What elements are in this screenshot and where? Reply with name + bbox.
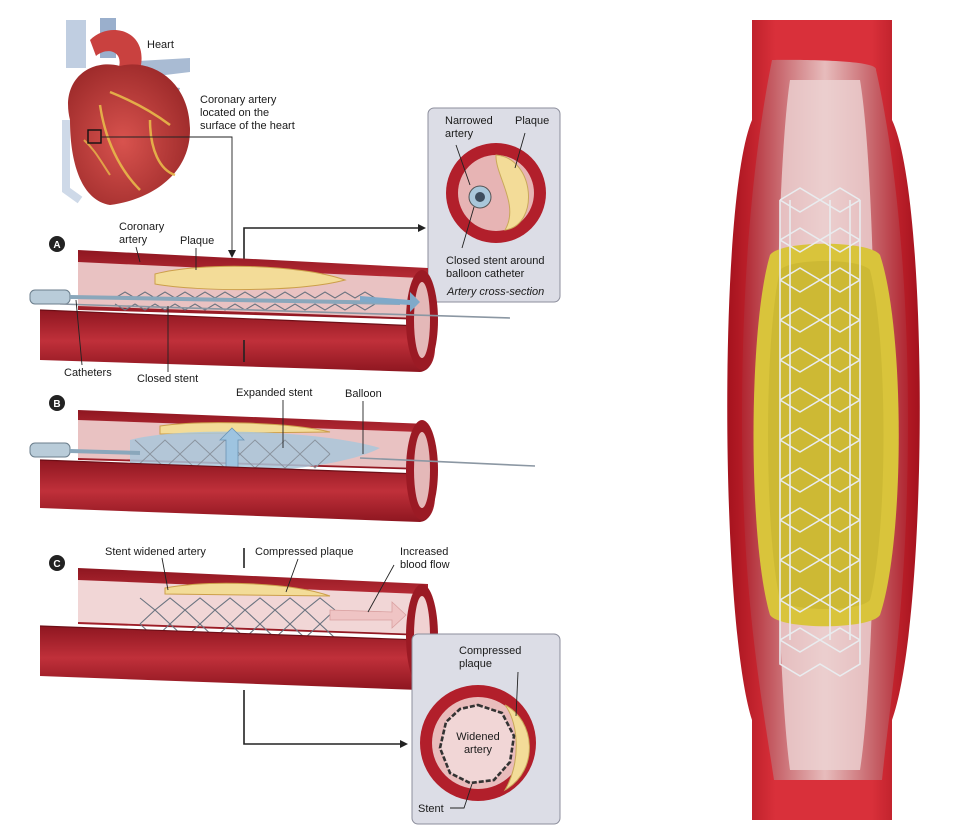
expanded-stent-label: Expanded stent: [236, 387, 312, 399]
heart-illustration: [62, 18, 190, 205]
plaque-a-label: Plaque: [180, 235, 214, 247]
increased-blood-flow-label-2: blood flow: [400, 559, 450, 571]
heart-leader-arrow: [228, 250, 236, 258]
inset-artery-cross-section: [427, 107, 561, 303]
stent-mesh-right: [779, 187, 861, 677]
closed-stent-around-label-2: balloon catheter: [446, 268, 525, 280]
coronary-artery-label-1: Coronary: [119, 221, 165, 233]
coronary-artery-label-2: artery: [119, 234, 148, 246]
widened-artery-label-2: artery: [464, 744, 493, 756]
closed-stent-label: Closed stent: [137, 373, 198, 385]
heart-label: Heart: [147, 39, 174, 51]
balloon-label: Balloon: [345, 388, 382, 400]
narrowed-artery-label-1: Narrowed: [445, 115, 493, 127]
widened-artery-label-1: Widened: [456, 731, 499, 743]
closed-stent-around-label-1: Closed stent around: [446, 255, 544, 267]
compressed-plaque-label: Compressed plaque: [255, 546, 353, 558]
stent-in-vessel-illustration: [727, 20, 920, 820]
coronary-location-label-1: Coronary artery: [200, 94, 277, 106]
inset-stent-label: Stent: [418, 803, 444, 815]
inset-plaque-label: Plaque: [515, 115, 549, 127]
catheters-label: Catheters: [64, 367, 112, 379]
step-c-badge: C: [49, 555, 65, 571]
step-b-artery: [29, 410, 536, 522]
inset-top-connector: [243, 227, 420, 265]
narrowed-artery-label-2: artery: [445, 128, 474, 140]
inset-bottom-connector: [243, 690, 402, 745]
step-a-artery: [29, 250, 511, 372]
increased-blood-flow-label-1: Increased: [400, 546, 448, 558]
cross-section-caption: Artery cross-section: [446, 286, 544, 298]
stent-widened-artery-label: Stent widened artery: [105, 546, 206, 558]
svg-text:C: C: [53, 559, 60, 570]
step-b-badge: B: [49, 395, 65, 411]
coronary-location-label-2: located on the: [200, 107, 269, 119]
coronary-location-label-3: surface of the heart: [200, 120, 295, 132]
svg-text:A: A: [53, 240, 60, 251]
inset-compressed-plaque-label-2: plaque: [459, 658, 492, 670]
inset-widened-cross-section: [411, 633, 561, 825]
step-a-badge: A: [49, 236, 65, 252]
inset-compressed-plaque-label-1: Compressed: [459, 645, 521, 657]
heart-leader-line: [101, 136, 233, 255]
svg-text:B: B: [53, 399, 60, 410]
step-c-artery: [39, 568, 438, 690]
